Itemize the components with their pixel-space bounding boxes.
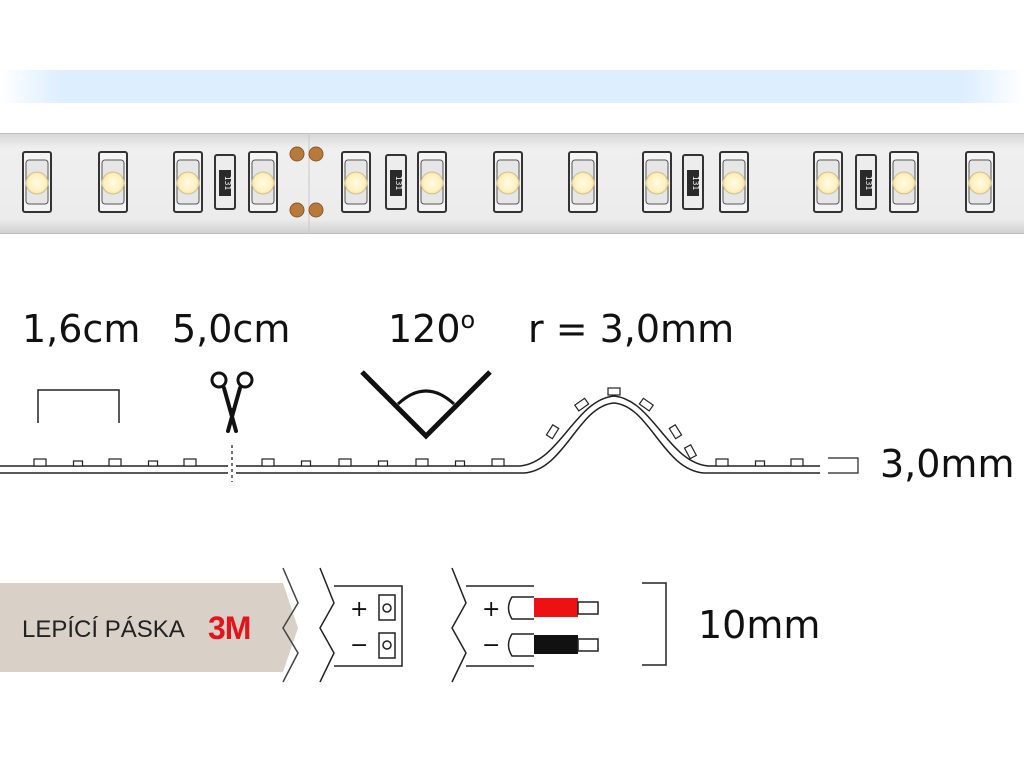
- resistor-code: 131: [864, 176, 873, 191]
- resistor: 131: [855, 154, 877, 210]
- profile-chip: [147, 460, 159, 467]
- profile-chip: [715, 458, 729, 467]
- beam-angle-label: 120o: [388, 306, 475, 351]
- led-chip: [22, 151, 52, 213]
- profile-chip: [573, 397, 590, 412]
- profile-chip: [183, 458, 197, 467]
- profile-chip: [790, 458, 804, 467]
- led-chip: [965, 151, 995, 213]
- adhesive-tape-label: LEPÍCÍ PÁSKA: [22, 616, 185, 643]
- profile-chip: [754, 460, 766, 467]
- resistor: 131: [682, 154, 704, 210]
- led-chip: [173, 151, 203, 213]
- plus-sign-1: +: [350, 597, 368, 622]
- 3m-logo: 3M: [208, 610, 250, 646]
- scissors-icon: [210, 371, 254, 433]
- resistor-code: 131: [223, 176, 232, 191]
- led-chip: [568, 151, 598, 213]
- profile-chip: [108, 458, 122, 467]
- bend-radius-label: r = 3,0mm: [528, 307, 734, 351]
- width-label: 10mm: [698, 603, 820, 647]
- led-chip: [417, 151, 447, 213]
- profile-chip: [377, 460, 389, 467]
- led-strip-photo: 131 131 131 131: [0, 133, 1024, 234]
- black-wire: [534, 635, 578, 654]
- red-wire: [534, 598, 578, 617]
- led-chip: [248, 151, 278, 213]
- profile-chip: [415, 458, 429, 467]
- red-wire-tip: [577, 601, 599, 615]
- width-bracket: [642, 582, 667, 666]
- led-pitch-label: 1,6cm: [22, 307, 140, 351]
- profile-chip: [607, 387, 621, 396]
- minus-sign-2: −: [482, 633, 500, 658]
- led-chip: [719, 151, 749, 213]
- profile-chip: [33, 458, 47, 467]
- connector-end-wired: [451, 567, 534, 683]
- cut-interval-label: 5,0cm: [172, 307, 290, 351]
- profile-chip: [454, 460, 466, 467]
- profile-chip: [638, 397, 655, 412]
- resistors: 131 131 131 131: [214, 154, 877, 210]
- beam-angle-icon: [360, 370, 492, 440]
- profile-chip: [261, 458, 275, 467]
- pitch-bracket: [37, 389, 120, 423]
- led-chips: [22, 151, 995, 213]
- profile-chip: [545, 423, 560, 440]
- resistor: 131: [385, 154, 407, 210]
- led-chip: [493, 151, 523, 213]
- resistor: 131: [214, 154, 236, 210]
- profile-chip: [491, 458, 505, 467]
- led-chip: [889, 151, 919, 213]
- led-chip: [813, 151, 843, 213]
- profile-led-chips: [33, 387, 804, 467]
- glow-band: [0, 70, 1024, 103]
- resistor-code: 131: [394, 176, 403, 191]
- profile-chip: [683, 444, 698, 460]
- degree-symbol: o: [461, 306, 476, 334]
- thickness-label: 3,0mm: [880, 442, 1014, 486]
- adhesive-tape: LEPÍCÍ PÁSKA 3M: [0, 567, 299, 683]
- copper-cut-pads: [289, 146, 324, 218]
- resistor-code: 131: [691, 176, 700, 191]
- profile-chip: [300, 460, 312, 467]
- connector-end-plain: [319, 567, 403, 683]
- profile-chip: [72, 460, 84, 467]
- led-chip: [98, 151, 128, 213]
- profile-chip: [338, 458, 352, 467]
- profile-chip: [668, 423, 683, 440]
- beam-angle-value: 120: [388, 307, 461, 351]
- black-wire-tip: [577, 638, 599, 652]
- led-chip: [341, 151, 371, 213]
- minus-sign-1: −: [350, 633, 368, 658]
- plus-sign-2: +: [482, 597, 500, 622]
- led-chip: [642, 151, 672, 213]
